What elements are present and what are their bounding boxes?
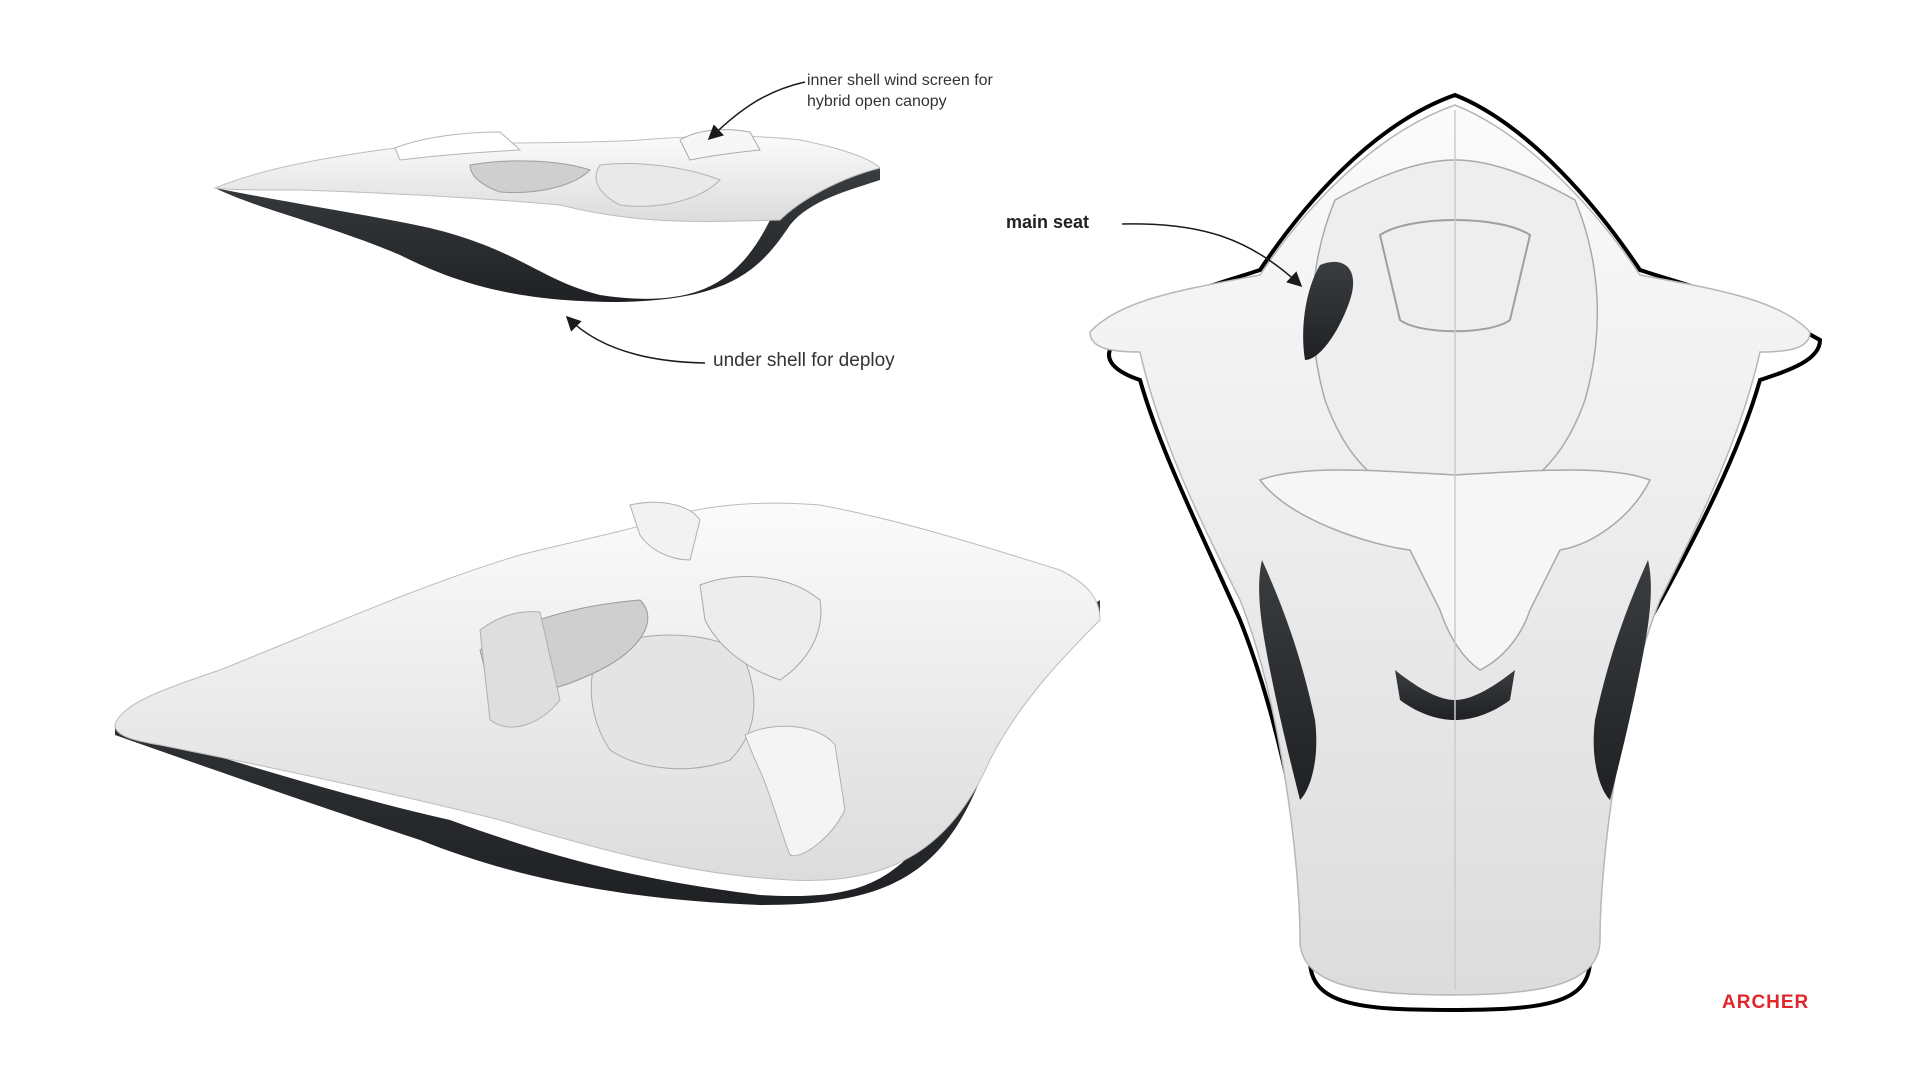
side-view-pod [213, 129, 881, 302]
canopy-annotation: inner shell wind screen for hybrid open … [807, 70, 993, 112]
three-quarter-seat-main [590, 634, 755, 770]
top-view-dark-stripe-right [1593, 560, 1651, 800]
brand-logo: ARCHER [1722, 992, 1810, 1013]
three-quarter-view-pod [114, 501, 1101, 905]
canopy-annotation-line1: inner shell wind screen for [807, 72, 993, 89]
canopy-hoop [679, 129, 761, 161]
side-seat [595, 163, 721, 207]
top-view-dark-stripe-left [1259, 560, 1317, 800]
top-view-dark-bow [1395, 670, 1515, 720]
under-shell-arrow [565, 315, 706, 364]
rear-fin [744, 725, 846, 857]
top-view-headrest-ring [1378, 219, 1532, 333]
canopy-arrow [707, 81, 806, 141]
front-fin [629, 501, 701, 561]
side-panel [479, 611, 561, 728]
canopy-annotation-line2: hybrid open canopy [807, 93, 947, 110]
under-shell [215, 168, 880, 302]
under-shell-annotation: under shell for deploy [713, 350, 895, 371]
windscreen [394, 131, 522, 161]
top-view-pod [1089, 92, 1823, 1013]
main-seat-annotation: main seat [1006, 212, 1090, 232]
three-quarter-seat-back [699, 576, 822, 681]
cockpit-interior [469, 160, 591, 194]
main-seat-arrow [1121, 223, 1303, 288]
top-view-dark-pad-left [1303, 261, 1354, 360]
